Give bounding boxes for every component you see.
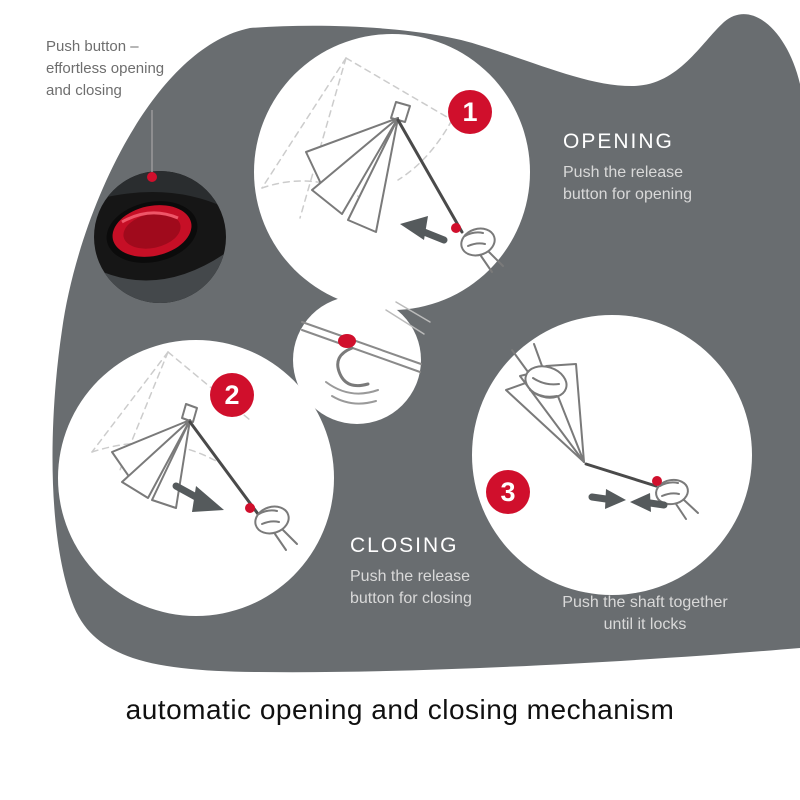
umbrella-opening-illustration — [261, 57, 504, 273]
push-button-callout-label: Push button – effortless opening and clo… — [46, 38, 165, 99]
release-button-dot — [652, 476, 662, 486]
step-2-circle — [58, 340, 334, 616]
hand-icon — [460, 227, 504, 273]
arrow-icon — [172, 482, 200, 501]
opening-title: OPENING — [563, 130, 674, 153]
hand-icon — [254, 505, 298, 551]
step-3-badge: 3 — [486, 470, 530, 514]
release-button-dot — [451, 223, 461, 233]
arrow-right-icon — [588, 493, 610, 503]
step-3-circle — [472, 315, 752, 595]
arrow-head-icon — [400, 216, 428, 240]
handle-button-closeup-illustration — [301, 301, 431, 405]
release-button-dot — [338, 334, 356, 348]
shaft-push-illustration — [505, 343, 699, 520]
callout-marker-dot — [147, 172, 157, 182]
arrow-head-icon — [192, 486, 224, 512]
umbrella-closing-illustration — [91, 351, 298, 551]
closing-title: CLOSING — [350, 534, 459, 557]
bottom-caption: automatic opening and closing mechanism — [125, 694, 675, 725]
step-1-badge: 1 — [448, 90, 492, 134]
button-closeup-circle — [293, 296, 421, 424]
arrow-icon — [420, 228, 448, 244]
hand-icon — [655, 478, 699, 520]
hand-icon — [511, 343, 568, 399]
shaft-description: Push the shaft together until it locks — [562, 594, 728, 634]
opening-description: Push the release button for opening — [563, 164, 692, 204]
step-2-badge: 2 — [210, 373, 254, 417]
release-button-dot — [245, 503, 255, 513]
arrow-left-icon — [646, 499, 668, 509]
closing-description: Push the release button for closing — [350, 568, 472, 608]
